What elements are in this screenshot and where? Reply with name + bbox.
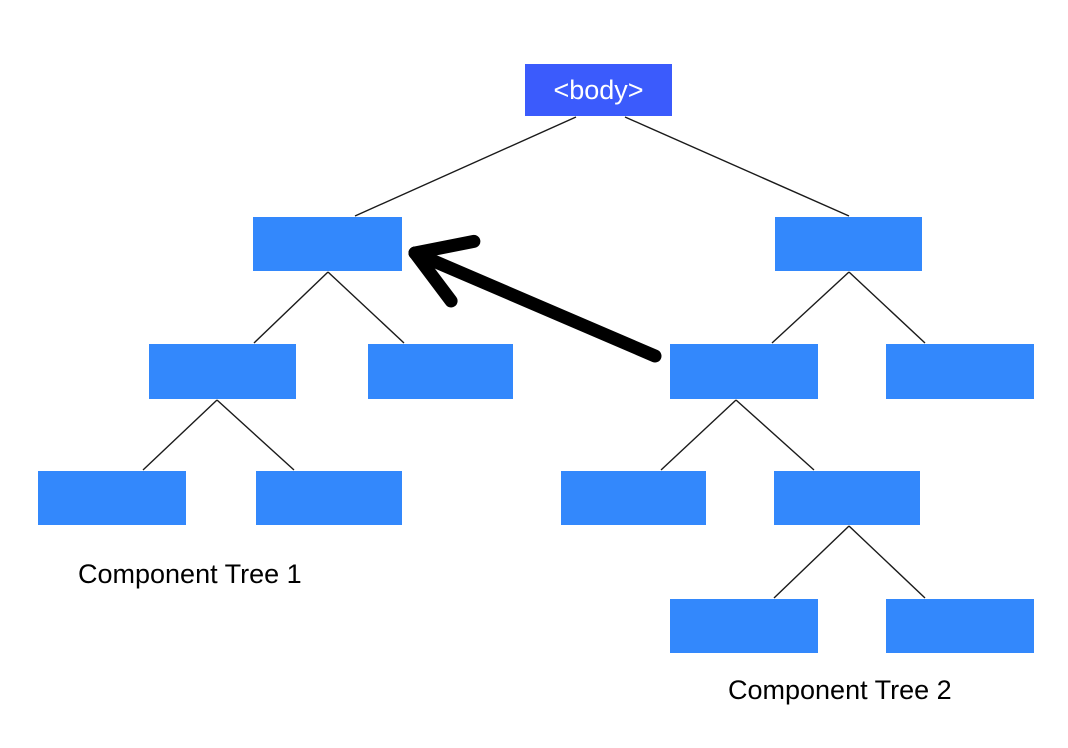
edge-t2-l3b-to-t2-l4b [848, 525, 926, 599]
edge-t2-l2a-to-t2-l3a [660, 399, 737, 471]
tree-node-t2-l3a[interactable] [561, 471, 706, 525]
tree-node-t2-l4b[interactable] [886, 599, 1034, 653]
tree-node-t1-l3b[interactable] [256, 471, 402, 525]
edge-t1-l1-to-t1-l2b [327, 271, 405, 344]
tree-node-t2-l2a[interactable] [670, 344, 818, 399]
tree-node-t1-l1[interactable] [253, 217, 402, 271]
edge-t2-l1-to-t2-l2a [771, 271, 850, 344]
edge-root-to-t1-l1 [354, 116, 577, 217]
tree-caption-2: Component Tree 2 [728, 675, 952, 705]
node-label: <body> [553, 74, 644, 105]
tree-node-t2-l2b[interactable] [886, 344, 1034, 399]
tree-node-t1-l2b[interactable] [368, 344, 513, 399]
tree-caption-1: Component Tree 1 [78, 559, 302, 589]
tree-node-t1-l3a[interactable] [38, 471, 186, 525]
tree-node-t2-l3b[interactable] [774, 471, 920, 525]
edge-root-to-t2-l1 [624, 116, 850, 217]
edge-t2-l1-to-t2-l2b [848, 271, 926, 344]
edge-t1-l2a-to-t1-l3b [216, 399, 295, 471]
root-node-body[interactable]: <body> [525, 64, 672, 116]
tree-node-t2-l4a[interactable] [670, 599, 818, 653]
connector-lines [142, 116, 926, 599]
edge-t2-l2a-to-t2-l3b [735, 399, 815, 471]
edge-t2-l3b-to-t2-l4a [773, 525, 850, 599]
tree-node-t1-l2a[interactable] [149, 344, 296, 399]
edge-t1-l2a-to-t1-l3a [142, 399, 218, 471]
tree-node-t2-l1[interactable] [775, 217, 922, 271]
edge-t1-l1-to-t1-l2a [253, 271, 329, 344]
